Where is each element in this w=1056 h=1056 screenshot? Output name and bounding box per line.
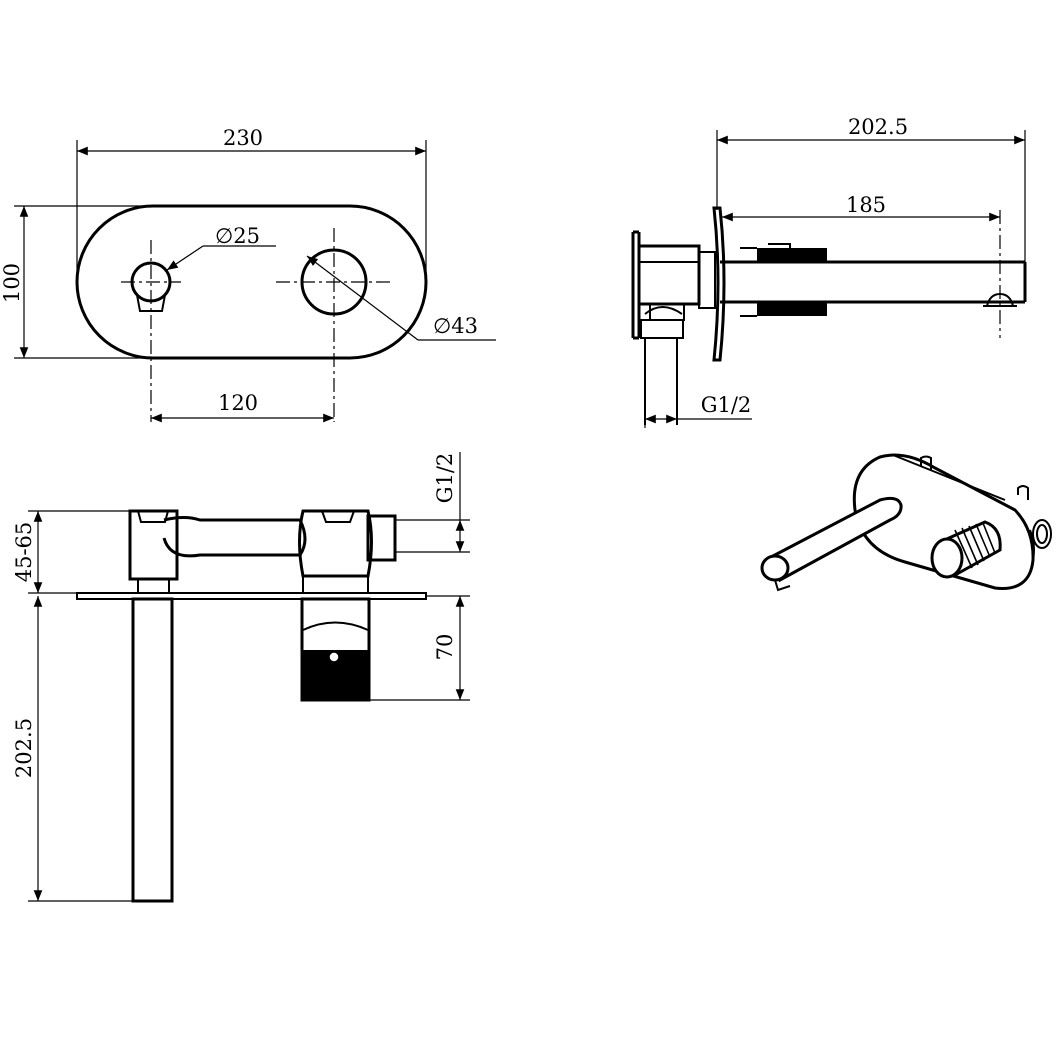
dim-top-thread: G1/2 — [433, 453, 457, 504]
dim-large-diameter: ∅43 — [433, 314, 478, 338]
dim-overall-length: 202.5 — [848, 115, 908, 139]
handle-knurl-upper — [757, 248, 827, 262]
handle-knurl-lower — [757, 302, 827, 316]
top-view: G1/2 45-65 70 202.5 — [12, 452, 470, 903]
valve-head — [298, 509, 373, 578]
front-view: 230 100 ∅25 ∅43 120 — [0, 126, 496, 423]
dim-depth-range: 45-65 — [12, 522, 36, 583]
dim-small-diameter: ∅25 — [215, 224, 260, 248]
connecting-pipe — [162, 516, 307, 558]
dim-top-spout-length: 202.5 — [12, 718, 36, 778]
dim-body-depth: 70 — [433, 634, 457, 661]
dim-spout-length: 185 — [846, 193, 886, 217]
isometric-view — [760, 453, 1052, 592]
dim-width: 230 — [223, 126, 263, 150]
top-plate — [76, 592, 427, 600]
front-plate — [712, 206, 726, 362]
dim-height: 100 — [0, 263, 24, 303]
valve-body — [637, 244, 701, 306]
iso-spout — [771, 496, 903, 583]
side-view: 202.5 185 G1/2 — [631, 115, 1027, 428]
spout-pipe — [131, 597, 174, 903]
dim-thread: G1/2 — [701, 393, 752, 417]
dim-spacing: 120 — [218, 391, 258, 415]
